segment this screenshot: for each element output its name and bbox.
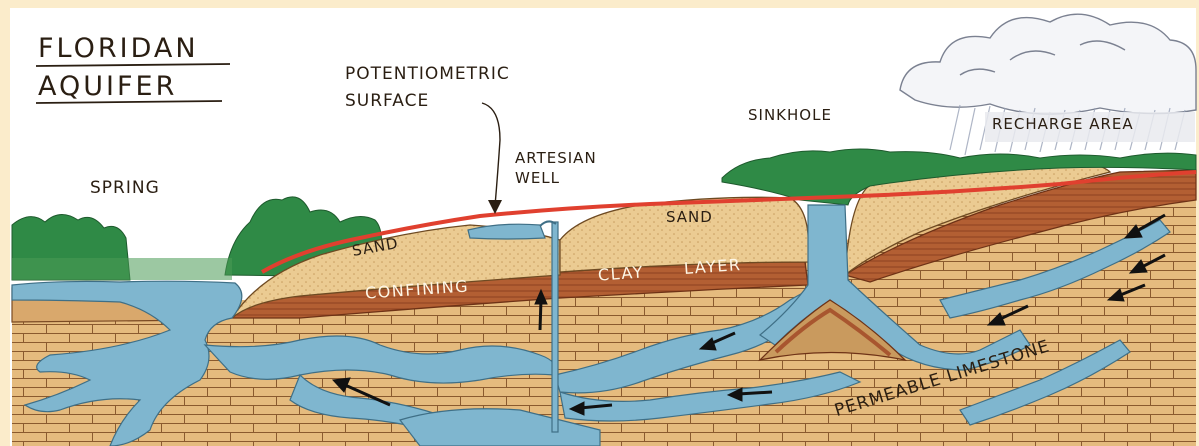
spring-label: SPRING (90, 180, 160, 198)
artesian-well-casing (552, 222, 558, 432)
clay-label: CLAY (597, 264, 644, 284)
artesian-label-2: WELL (515, 171, 560, 187)
potentiometric-label-1: POTENTIOMETRIC (345, 66, 510, 84)
shoreline-grass (12, 258, 232, 280)
artesian-label-1: ARTESIAN (515, 151, 597, 167)
recharge-area-label: RECHARGE AREA (992, 117, 1134, 133)
sand-right-label: SAND (666, 210, 713, 226)
sinkhole-label: SINKHOLE (748, 108, 832, 124)
potentiometric-label-2: SURFACE (345, 93, 429, 111)
title-line-1: FLORIDAN (38, 35, 199, 63)
title-line-2: AQUIFER (38, 73, 177, 101)
